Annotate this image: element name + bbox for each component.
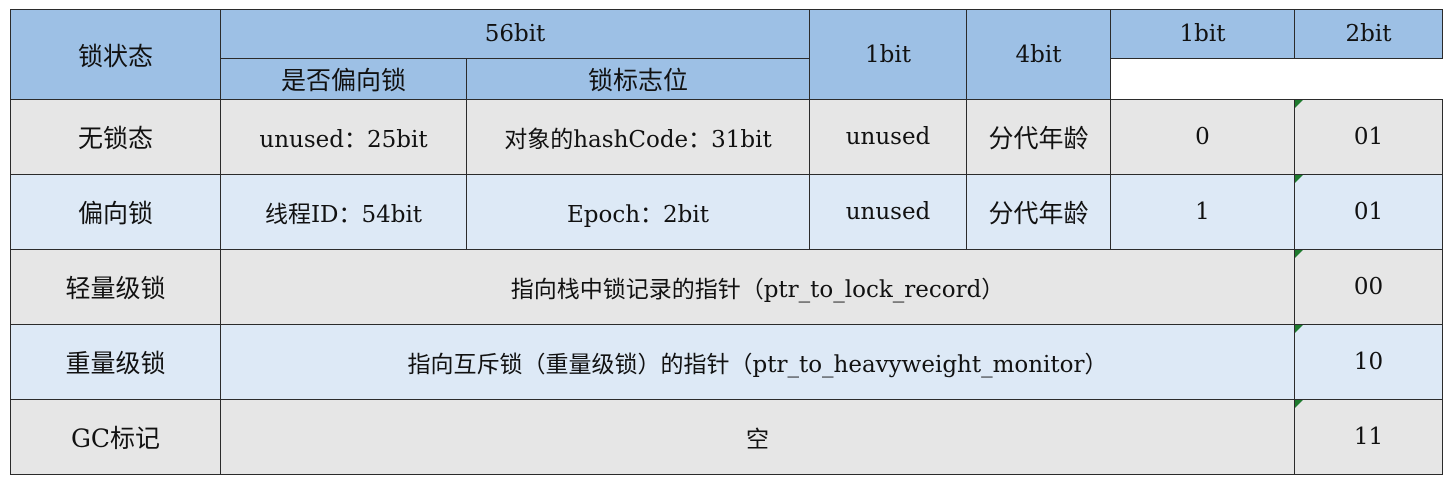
header-56bit[interactable]: 56bit [220, 9, 810, 59]
cell-biased[interactable]: 0 [1110, 99, 1295, 175]
header-2bit[interactable]: 2bit [1294, 9, 1443, 59]
cell-lock-flag[interactable]: 01 [1294, 99, 1443, 175]
row-state[interactable]: 偏向锁 [10, 174, 221, 250]
cell-unused[interactable]: unused [809, 99, 967, 175]
row-state[interactable]: 无锁态 [10, 99, 221, 175]
cell-lock-flag[interactable]: 01 [1294, 174, 1443, 250]
table-row-biased: 偏向锁 线程ID：54bit Epoch：2bit unused 分代年龄 1 … [10, 174, 1443, 250]
header-1bit-unused[interactable]: 1bit [809, 9, 967, 100]
cell-hashcode[interactable]: 对象的hashCode：31bit [466, 99, 810, 175]
row-state[interactable]: GC标记 [10, 399, 221, 475]
header-subrow: 是否偏向锁 锁标志位 [11, 58, 1443, 100]
cell-age[interactable]: 分代年龄 [966, 174, 1111, 250]
row-state[interactable]: 重量级锁 [10, 324, 221, 400]
table-row-heavyweight: 重量级锁 指向互斥锁（重量级锁）的指针（ptr_to_heavyweight_m… [10, 324, 1443, 400]
row-state[interactable]: 轻量级锁 [10, 249, 221, 325]
header-lock-state[interactable]: 锁状态 [10, 9, 221, 100]
cell-biased[interactable]: 1 [1110, 174, 1295, 250]
cell-unused-25bit[interactable]: unused：25bit [220, 99, 467, 175]
mark-word-table-wrapper: 锁状态 56bit 1bit 4bit 1bit 2bit 是否偏向锁 锁标志位… [10, 9, 1443, 475]
cell-pointer-content[interactable]: 指向栈中锁记录的指针（ptr_to_lock_record） [220, 249, 1295, 325]
header-4bit[interactable]: 4bit [966, 9, 1111, 100]
table-row-gc: GC标记 空 11 [10, 399, 1443, 475]
header-lock-flag[interactable]: 锁标志位 [466, 58, 810, 100]
header-biased-flag[interactable]: 是否偏向锁 [220, 58, 467, 100]
cell-pointer-content[interactable]: 指向互斥锁（重量级锁）的指针（ptr_to_heavyweight_monito… [220, 324, 1295, 400]
cell-age[interactable]: 分代年龄 [966, 99, 1111, 175]
mark-word-table: 锁状态 56bit 1bit 4bit 1bit 2bit 是否偏向锁 锁标志位… [10, 9, 1443, 475]
cell-unused[interactable]: unused [809, 174, 967, 250]
table-row-unlocked: 无锁态 unused：25bit 对象的hashCode：31bit unuse… [10, 99, 1443, 175]
cell-lock-flag[interactable]: 11 [1294, 399, 1443, 475]
cell-lock-flag[interactable]: 10 [1294, 324, 1443, 400]
cell-empty-content[interactable]: 空 [220, 399, 1295, 475]
cell-thread-id[interactable]: 线程ID：54bit [220, 174, 467, 250]
cell-epoch[interactable]: Epoch：2bit [466, 174, 810, 250]
header-1bit-biased[interactable]: 1bit [1110, 9, 1295, 59]
table-row-lightweight: 轻量级锁 指向栈中锁记录的指针（ptr_to_lock_record） 00 [10, 249, 1443, 325]
header-row: 锁状态 56bit 1bit 4bit 1bit 2bit [10, 9, 1443, 100]
cell-lock-flag[interactable]: 00 [1294, 249, 1443, 325]
